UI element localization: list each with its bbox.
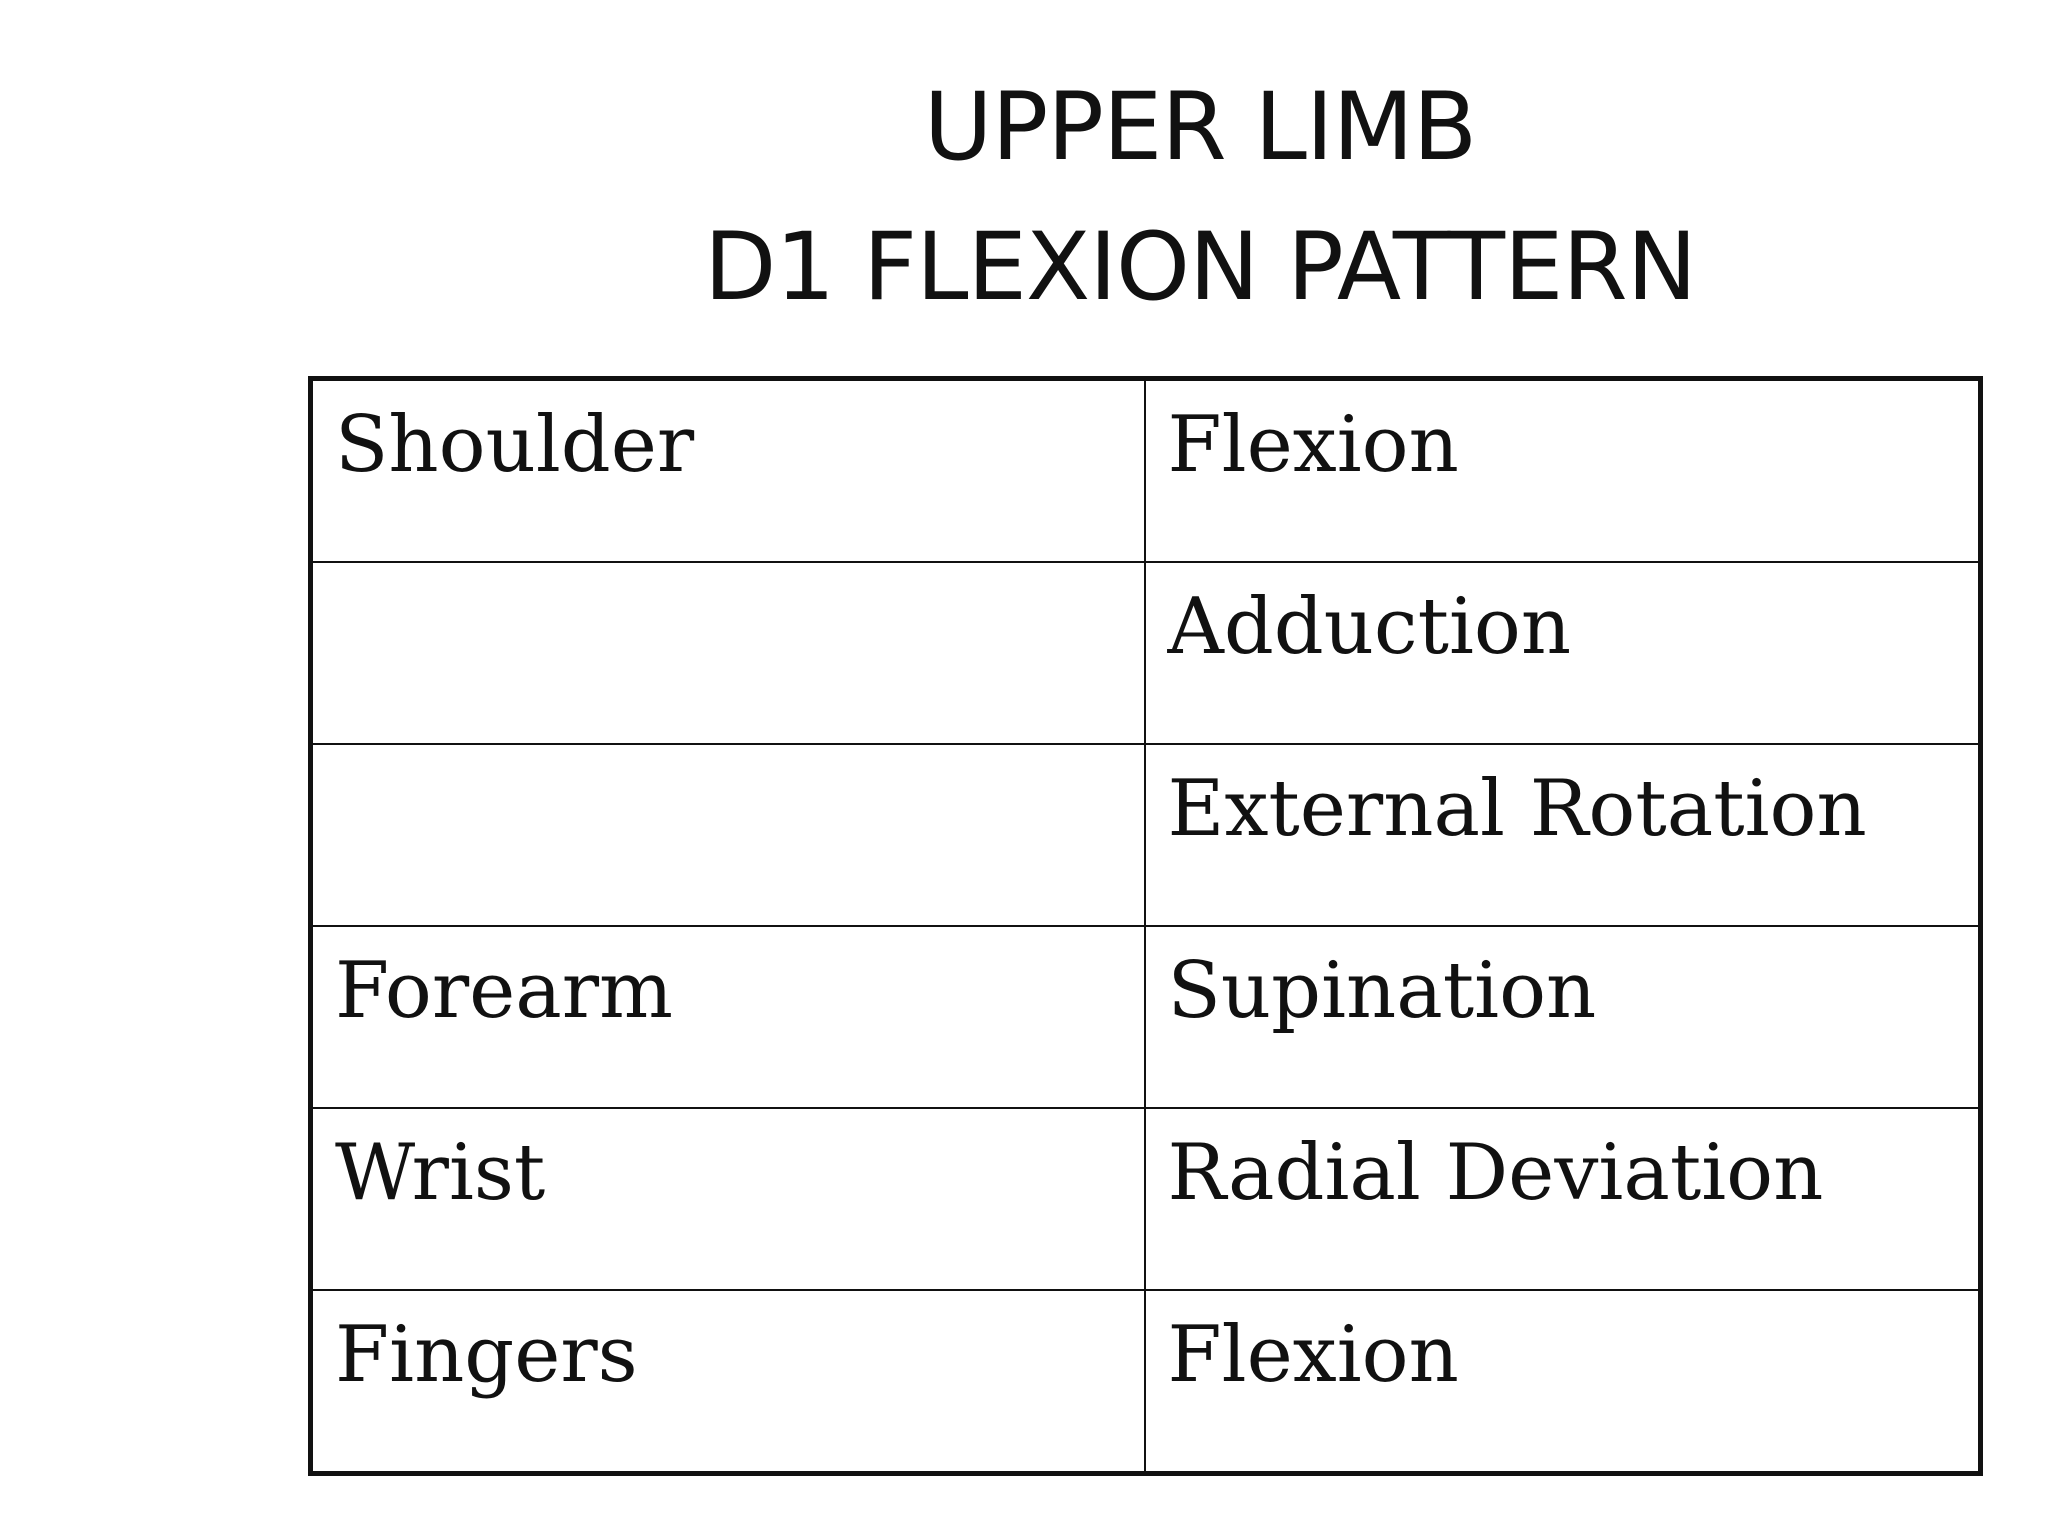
table-row: Wrist Radial Deviation (309, 1107, 1982, 1291)
motion-cell: Flexion (1143, 1289, 1982, 1475)
motion-cell: Supination (1143, 925, 1982, 1109)
joint-cell: Forearm (309, 925, 1146, 1109)
table-row: Fingers Flexion (309, 1289, 1982, 1475)
table-row: Adduction (309, 561, 1982, 745)
table-row: Shoulder Flexion (309, 377, 1982, 563)
joint-cell: Wrist (309, 1107, 1146, 1291)
joint-cell: Shoulder (309, 377, 1146, 563)
pattern-table: Shoulder Flexion Adduction External Rota… (308, 376, 1983, 1476)
joint-cell (309, 561, 1146, 745)
table-row: External Rotation (309, 743, 1982, 927)
table-row: Forearm Supination (309, 925, 1982, 1109)
motion-cell: Adduction (1143, 561, 1982, 745)
motion-cell: External Rotation (1143, 743, 1982, 927)
motion-cell: Flexion (1143, 377, 1982, 563)
joint-cell: Fingers (309, 1289, 1146, 1475)
title-line-1: UPPER LIMB (923, 73, 1477, 182)
slide-title: UPPER LIMB D1 FLEXION PATTERN (600, 58, 1800, 338)
motion-cell: Radial Deviation (1143, 1107, 1982, 1291)
title-line-2: D1 FLEXION PATTERN (703, 213, 1697, 322)
joint-cell (309, 743, 1146, 927)
